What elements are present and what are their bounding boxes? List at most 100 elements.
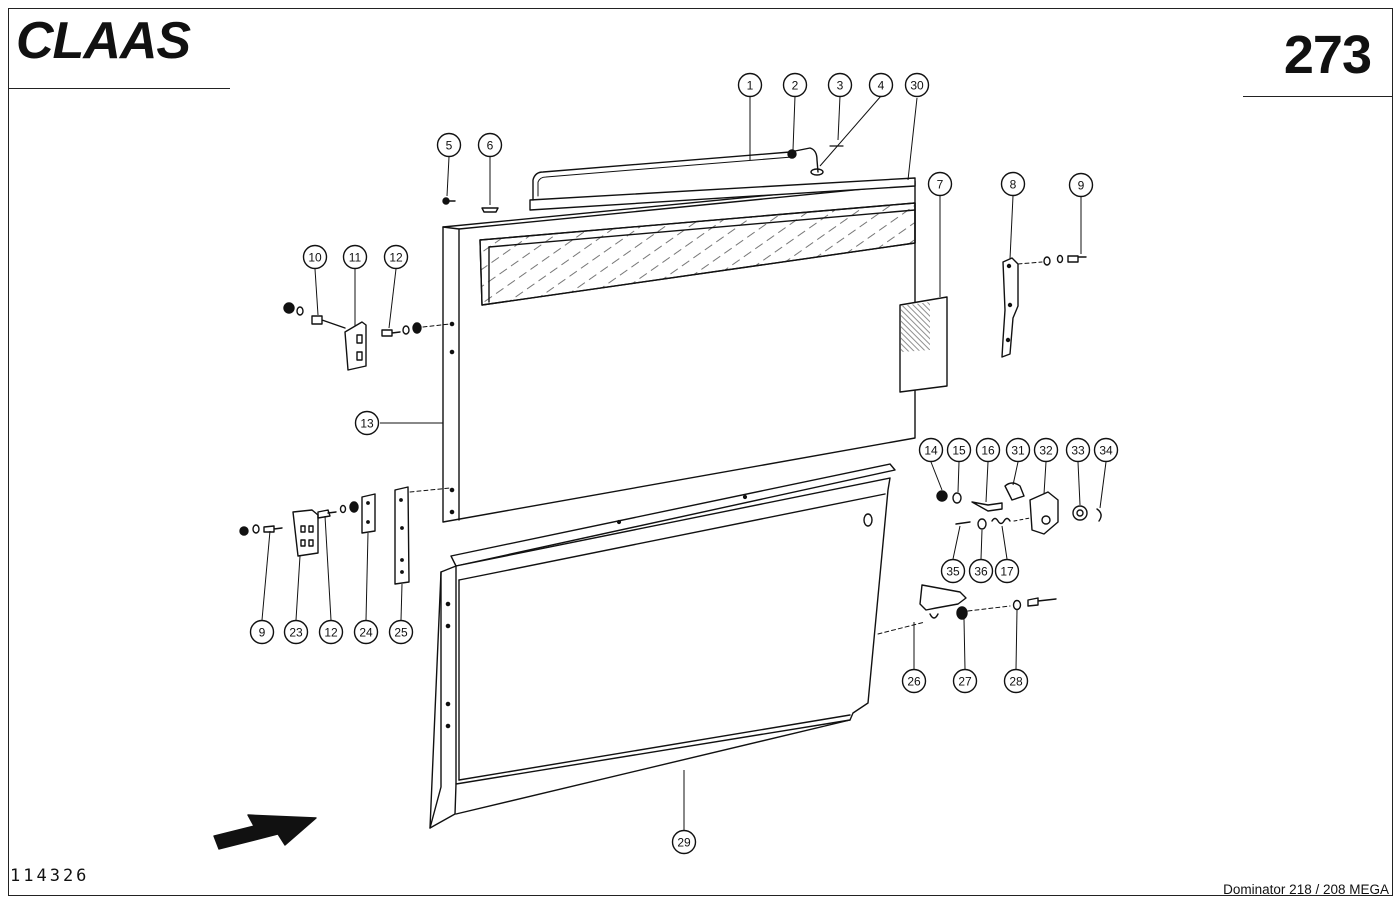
callout-number: 25 <box>394 626 408 640</box>
callout-34: 34 <box>1093 437 1119 463</box>
callout-number: 31 <box>1011 444 1025 458</box>
page-frame <box>8 8 1393 896</box>
callout-28: 28 <box>1003 668 1029 694</box>
leader-lines <box>261 95 1107 830</box>
callout-29: 29 <box>671 829 697 855</box>
callout-number: 33 <box>1071 444 1085 458</box>
callout-8: 8 <box>1000 171 1026 197</box>
callout-number: 36 <box>974 565 988 579</box>
hinge-8 <box>1001 257 1019 358</box>
callout-27: 27 <box>952 668 978 694</box>
callout-number: 8 <box>1010 178 1017 192</box>
callout-32: 32 <box>1033 437 1059 463</box>
callout-number: 29 <box>677 836 691 850</box>
callout-1: 1 <box>737 72 763 98</box>
callout-number: 28 <box>1009 675 1023 689</box>
callout-11: 11 <box>342 244 368 270</box>
callout-31: 31 <box>1005 437 1031 463</box>
washer-4 <box>810 168 824 176</box>
spring-17 <box>991 517 1011 525</box>
callout-25: 25 <box>388 619 414 645</box>
pin-35 <box>955 521 971 525</box>
lower-door-panel <box>429 463 896 829</box>
callout-4: 4 <box>868 72 894 98</box>
callout-number: 5 <box>446 139 453 153</box>
plate-24 <box>361 493 376 534</box>
callout-number: 30 <box>910 79 924 93</box>
page-number: 273 <box>1283 25 1372 85</box>
callout-13: 13 <box>354 410 380 436</box>
bolt-9-lower <box>263 525 283 533</box>
direction-arrow <box>213 814 317 850</box>
callout-number: 27 <box>958 675 972 689</box>
strip-25 <box>394 486 410 585</box>
brand-logo: CLAAS <box>14 10 238 70</box>
ring-34 <box>1096 508 1102 522</box>
callout-33: 33 <box>1065 437 1091 463</box>
bushing-33 <box>1072 505 1088 521</box>
callout-5: 5 <box>436 132 462 158</box>
callout-6: 6 <box>477 132 503 158</box>
callout-2: 2 <box>782 72 808 98</box>
callout-number: 17 <box>1000 565 1014 579</box>
callout-number: 26 <box>907 675 921 689</box>
callout-number: 2 <box>792 79 799 93</box>
bolt-28 <box>1027 597 1057 607</box>
callout-23: 23 <box>283 619 309 645</box>
clamp-31 <box>1004 482 1025 501</box>
callout-number: 34 <box>1099 444 1113 458</box>
callout-number: 15 <box>952 444 966 458</box>
callout-12: 12 <box>383 244 409 270</box>
callout-number: 9 <box>1078 179 1085 193</box>
callout-number: 9 <box>259 626 266 640</box>
model-caption: Dominator 218 / 208 MEGA <box>1223 882 1389 897</box>
callout-30: 30 <box>904 72 930 98</box>
hinge-23 <box>292 509 319 557</box>
callout-26: 26 <box>901 668 927 694</box>
callout-number: 3 <box>837 79 844 93</box>
pin-16 <box>971 501 1003 512</box>
callout-number: 1 <box>747 79 754 93</box>
nut-14 <box>936 490 948 502</box>
callout-number: 7 <box>937 178 944 192</box>
nut-27 <box>956 606 968 620</box>
callout-number: 23 <box>289 626 303 640</box>
callout-7: 7 <box>927 171 953 197</box>
callout-16: 16 <box>975 437 1001 463</box>
callout-24: 24 <box>353 619 379 645</box>
latch-32 <box>1029 491 1059 535</box>
callout-number: 24 <box>359 626 373 640</box>
callout-14: 14 <box>918 437 944 463</box>
callout-number: 12 <box>389 251 403 265</box>
callout-number: 11 <box>349 251 362 265</box>
callout-12: 12 <box>318 619 344 645</box>
rod-nut <box>787 149 797 159</box>
drawing-number: 114326 <box>10 866 90 886</box>
bracket-11 <box>344 321 367 371</box>
upper-door-panel <box>442 180 916 523</box>
callout-9: 9 <box>249 619 275 645</box>
callout-number: 14 <box>924 444 938 458</box>
callout-35: 35 <box>940 558 966 584</box>
callout-number: 12 <box>324 626 338 640</box>
handle-26 <box>919 584 967 611</box>
header-rule-right <box>1243 96 1393 97</box>
callout-number: 4 <box>878 79 885 93</box>
callout-3: 3 <box>827 72 853 98</box>
bolt-12-upper <box>381 329 401 337</box>
callout-number: 35 <box>946 565 960 579</box>
bolt-12-lower <box>317 509 337 519</box>
svg-text:CLAAS: CLAAS <box>16 12 191 62</box>
callout-number: 32 <box>1039 444 1053 458</box>
callout-number: 10 <box>308 251 322 265</box>
nut-10 <box>283 302 295 314</box>
clip-6 <box>481 207 499 213</box>
callout-number: 16 <box>981 444 995 458</box>
callout-36: 36 <box>968 558 994 584</box>
header-rule-left <box>8 88 230 89</box>
washer-36 <box>977 518 987 530</box>
callout-number: 13 <box>360 417 374 431</box>
top-rail <box>529 177 916 211</box>
